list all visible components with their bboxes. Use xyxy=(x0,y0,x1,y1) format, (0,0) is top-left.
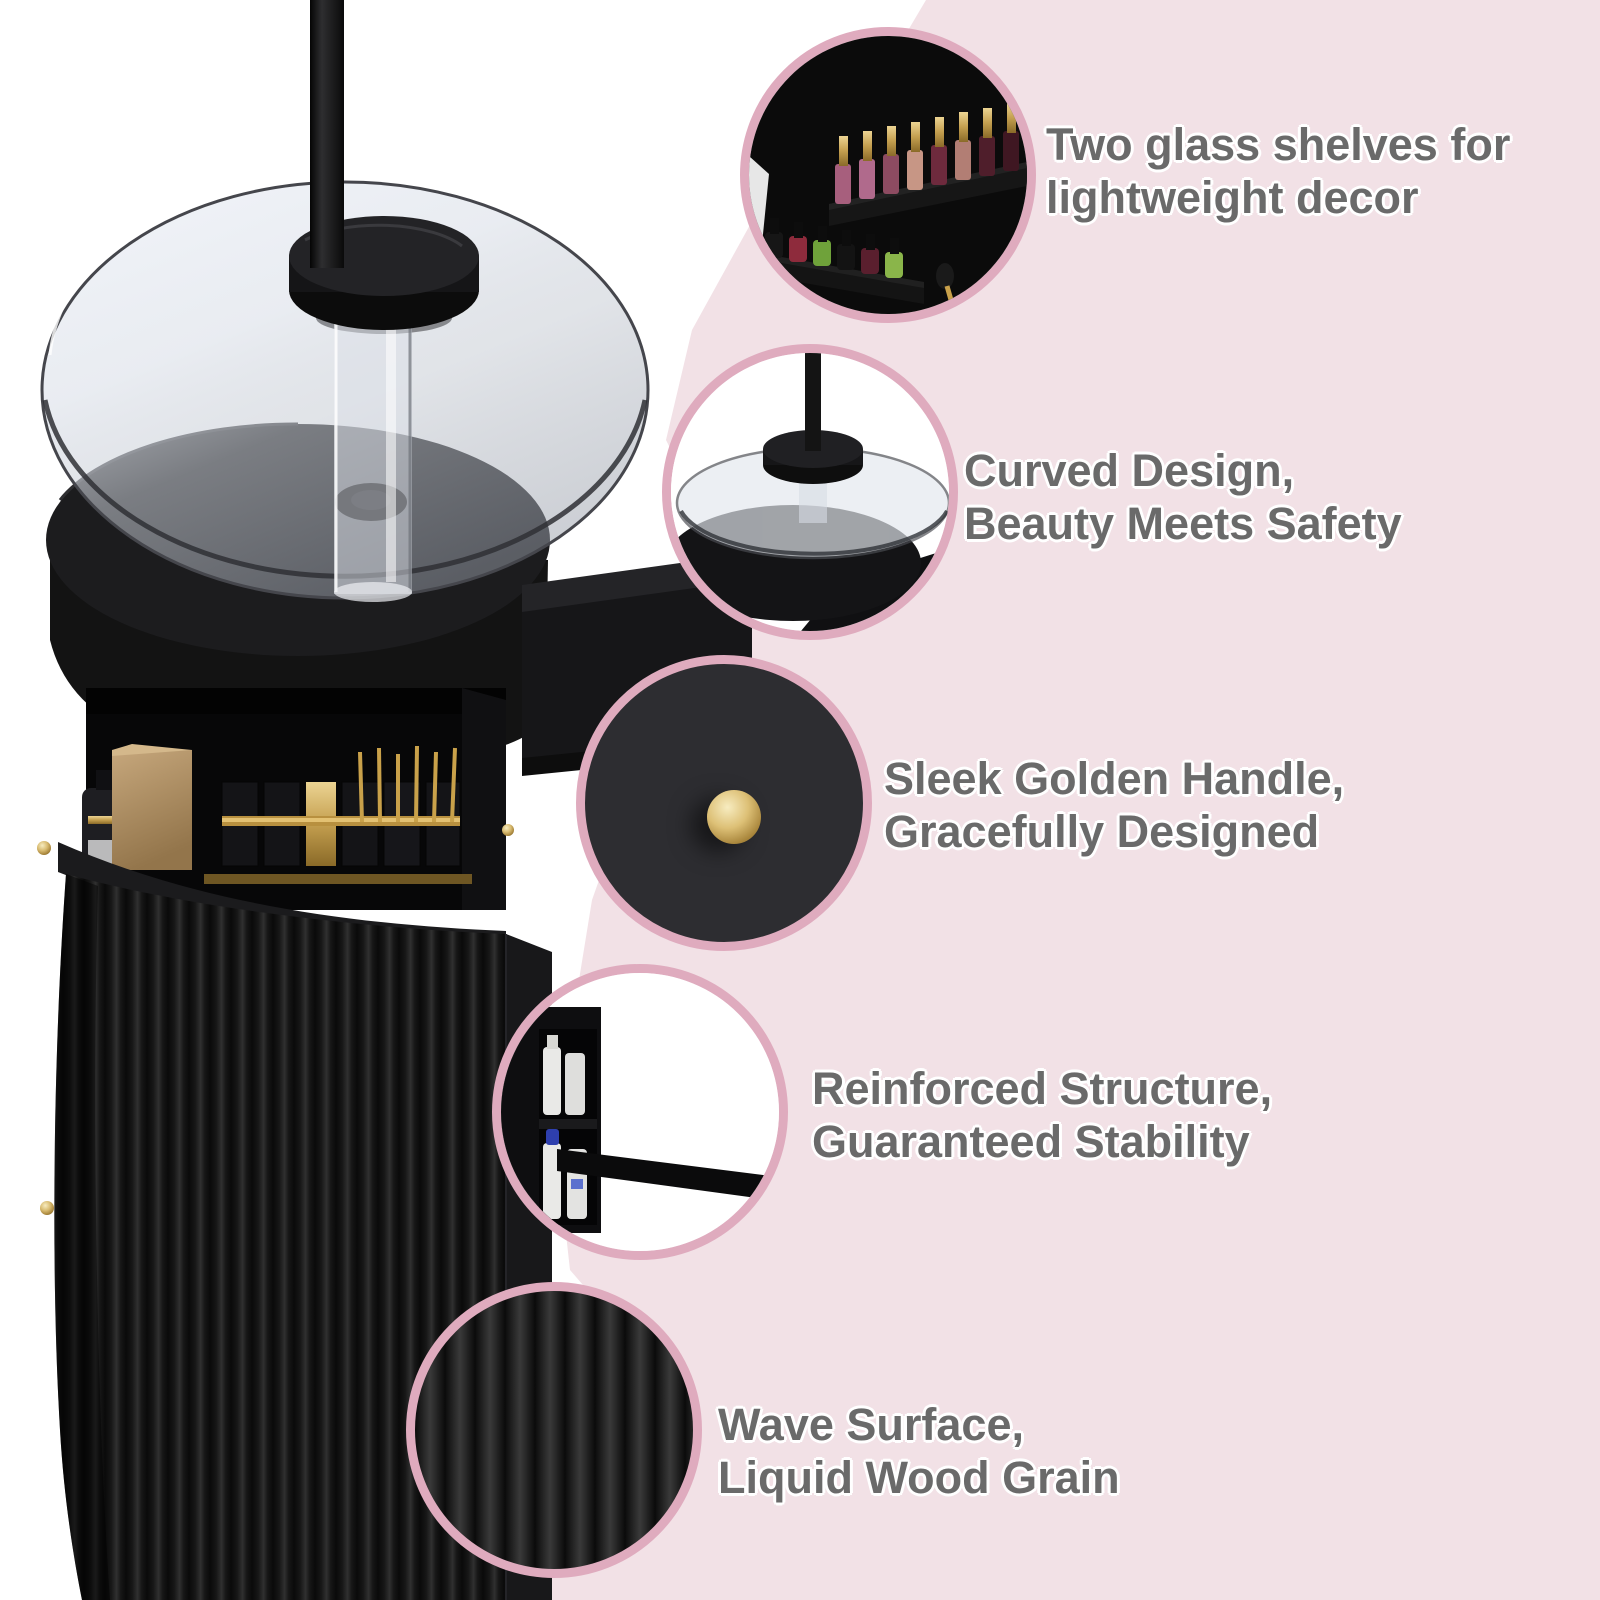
feature-line: Beauty Meets Safety xyxy=(964,498,1402,549)
fluted-column xyxy=(54,874,507,1600)
feature-line: Two glass shelves for xyxy=(1046,119,1511,170)
feature-title-glass-shelves: Two glass shelves for lightweight decor xyxy=(1046,118,1510,224)
feature-title-reinforced-structure: Reinforced Structure, Guaranteed Stabili… xyxy=(812,1062,1272,1168)
callout-circle-golden-handle xyxy=(576,655,872,951)
side-shelf-support-photo xyxy=(501,973,779,1251)
nail-polish-shelves-photo xyxy=(749,36,1027,314)
glass-support-cylinder xyxy=(334,282,412,602)
short-polish-bottles xyxy=(765,218,903,278)
callout-circle-reinforced-structure xyxy=(492,964,788,1260)
feature-title-curved-design: Curved Design, Beauty Meets Safety xyxy=(964,444,1402,550)
callout-circle-curved-design xyxy=(662,344,958,640)
white-bottles xyxy=(543,1035,587,1219)
door-knob-lower xyxy=(40,1201,54,1215)
cosmetics-items xyxy=(82,744,472,884)
support-bar xyxy=(557,1149,779,1201)
feature-line: Guaranteed Stability xyxy=(812,1116,1250,1167)
callout-circle-glass-shelves xyxy=(740,27,1036,323)
feature-title-golden-handle: Sleek Golden Handle, Gracefully Designed xyxy=(884,752,1344,858)
gold-box xyxy=(112,750,192,870)
callout-circle-wave-surface xyxy=(406,1282,702,1578)
tall-polish-bottles xyxy=(835,103,1019,204)
feature-title-wave-surface: Wave Surface, Liquid Wood Grain xyxy=(718,1398,1120,1504)
lamp-pole xyxy=(310,0,344,268)
feature-line: Curved Design, xyxy=(964,445,1295,496)
vanity-table-photo xyxy=(37,0,752,1600)
makeup-brushes xyxy=(358,745,457,823)
feature-line: Liquid Wood Grain xyxy=(718,1452,1120,1503)
feature-line: Sleek Golden Handle, xyxy=(884,753,1345,804)
door-knob-upper xyxy=(37,841,51,855)
gold-knob-photo xyxy=(707,790,761,844)
glass-tabletop-photo xyxy=(671,353,949,631)
drawer-knob xyxy=(502,824,514,836)
feature-line: Gracefully Designed xyxy=(884,806,1320,857)
feature-line: Reinforced Structure, xyxy=(812,1063,1273,1114)
feature-line: lightweight decor xyxy=(1046,172,1419,223)
feature-line: Wave Surface, xyxy=(718,1399,1024,1450)
